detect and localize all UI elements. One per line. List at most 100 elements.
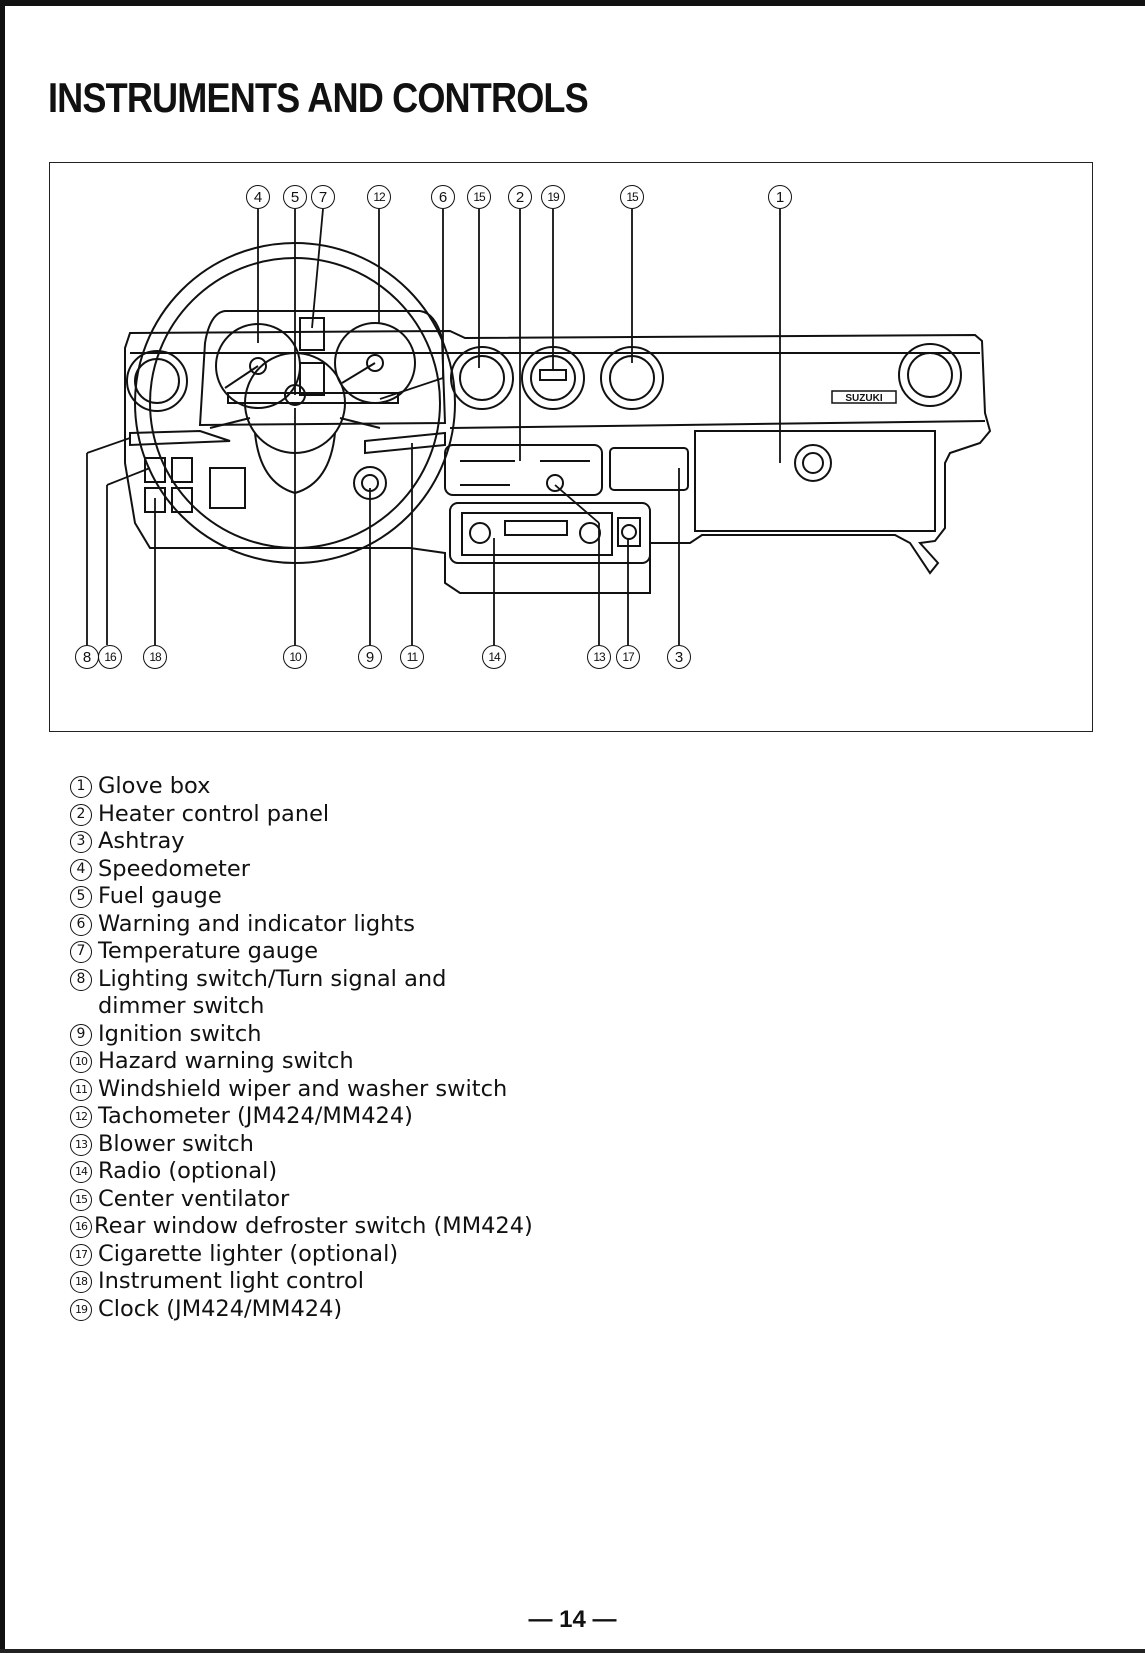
legend-label: Ashtray [98, 828, 185, 854]
warning-light-strip [227, 392, 399, 404]
clock-display [539, 369, 567, 381]
callout-18: 18 [143, 645, 167, 669]
legend-label: Windshield wiper and washer switch [98, 1075, 508, 1102]
callout-13: 13 [587, 645, 611, 669]
legend-item: 10 Hazard warning switch [70, 1048, 533, 1076]
legend-number: 15 [70, 1188, 92, 1211]
legend-label: Cigarette lighter (optional) [98, 1240, 399, 1267]
legend-number: 5 [70, 886, 92, 908]
panel-blank [209, 467, 246, 509]
legend-item: 12 Tachometer (JM424/MM424) [70, 1103, 533, 1131]
left-vent-outer [126, 350, 188, 412]
glove-box [694, 430, 936, 532]
left-vent-inner [134, 358, 180, 404]
callout-19: 19 [541, 185, 565, 209]
callout-14: 14 [482, 645, 506, 669]
legend-label: Glove box [98, 773, 211, 799]
legend-item: 5 Fuel gauge [70, 883, 533, 911]
center-vent-left-outer [450, 346, 514, 410]
callout-4: 4 [246, 185, 270, 209]
legend-item: 18 Instrument light control [70, 1268, 533, 1296]
legend-item: 4 Speedometer [70, 856, 533, 884]
callout-1: 1 [768, 185, 792, 209]
dashboard-illustration: SUZUKI [86, 208, 992, 645]
legend-number: 18 [70, 1271, 92, 1293]
steering-spokes-side [209, 417, 381, 429]
page-number: — 14 — [528, 1606, 617, 1633]
glove-box-lock-outer [794, 444, 832, 482]
legend-item: 19 Clock (JM424/MM424) [70, 1296, 533, 1324]
legend-number: 13 [70, 1133, 92, 1156]
callout-11: 11 [400, 645, 424, 669]
legend-label: Rear window defroster switch (MM424) [94, 1213, 533, 1239]
brand-badge-text: SUZUKI [845, 393, 882, 404]
legend-label: Ignition switch [98, 1020, 262, 1047]
legend-number: 10 [70, 1051, 92, 1073]
legend-number: 6 [70, 913, 92, 936]
callout-17: 17 [616, 645, 640, 669]
cigarette-lighter-housing [617, 517, 641, 547]
legend-label: Heater control panel [98, 800, 330, 827]
legend-number: 8 [70, 968, 92, 991]
dashboard-outline [124, 329, 992, 594]
legend-number: 7 [70, 941, 92, 963]
callout-15-left: 15 [467, 185, 491, 209]
cigarette-lighter [621, 524, 637, 540]
blower-switch-knob [546, 474, 564, 492]
radio-dial [504, 520, 568, 536]
tachometer-hub [366, 354, 384, 372]
radio-face [461, 512, 613, 556]
legend-label: Hazard warning switch [98, 1048, 354, 1074]
legend-number: 1 [70, 776, 92, 798]
temperature-gauge-box [299, 317, 325, 351]
ashtray [609, 447, 689, 491]
callout-10: 10 [283, 645, 307, 669]
legend-number: 17 [70, 1243, 92, 1266]
brand-badge-box [831, 390, 897, 404]
legend-number: 14 [70, 1161, 92, 1183]
legend-label: Tachometer (JM424/MM424) [98, 1103, 413, 1129]
legend-item: 6 Warning and indicator lights [70, 911, 533, 939]
page-title: INSTRUMENTS AND CONTROLS [48, 74, 589, 121]
heater-control-panel [444, 444, 603, 496]
legend-label: Instrument light control [98, 1268, 364, 1294]
right-vent-outer [898, 343, 962, 407]
legend-label: Fuel gauge [98, 883, 222, 909]
legend-number: 19 [70, 1298, 92, 1321]
speedometer-needle [224, 365, 259, 389]
tachometer-needle [341, 362, 376, 384]
legend-label: Blower switch [98, 1130, 254, 1157]
lighting-stalk [129, 429, 231, 447]
legend-label: Lighting switch/Turn signal and dimmer s… [98, 965, 447, 1020]
legend-number: 11 [70, 1078, 92, 1101]
radio-knob-left [469, 522, 491, 544]
scan-edge-left [0, 0, 5, 1653]
legend-item: 9 Ignition switch [70, 1021, 533, 1049]
callout-5: 5 [283, 185, 307, 209]
wiper-stalk [364, 431, 446, 455]
dash-mid-line [449, 420, 986, 429]
callout-12: 12 [367, 185, 391, 209]
legend-label: Speedometer [98, 855, 250, 882]
legend-label: Warning and indicator lights [98, 910, 415, 937]
scan-edge-top [0, 0, 1145, 6]
legend-item: 8 Lighting switch/Turn signal and dimmer … [70, 966, 533, 1021]
callout-15-right: 15 [620, 185, 644, 209]
legend-number: 12 [70, 1106, 92, 1128]
callout-3: 3 [667, 645, 691, 669]
legend-label: Center ventilator [98, 1185, 290, 1212]
legend-number: 4 [70, 858, 92, 881]
legend-number: 9 [70, 1023, 92, 1046]
fuel-gauge-box [299, 362, 325, 396]
legend-label: Clock (JM424/MM424) [98, 1295, 343, 1322]
legend-number: 16 [70, 1216, 92, 1238]
legend-item: 11 Windshield wiper and washer switch [70, 1076, 533, 1104]
instrument-cluster-hood [198, 310, 447, 427]
legend-item: 1 Glove box [70, 773, 533, 801]
speedometer-hub [249, 357, 267, 375]
